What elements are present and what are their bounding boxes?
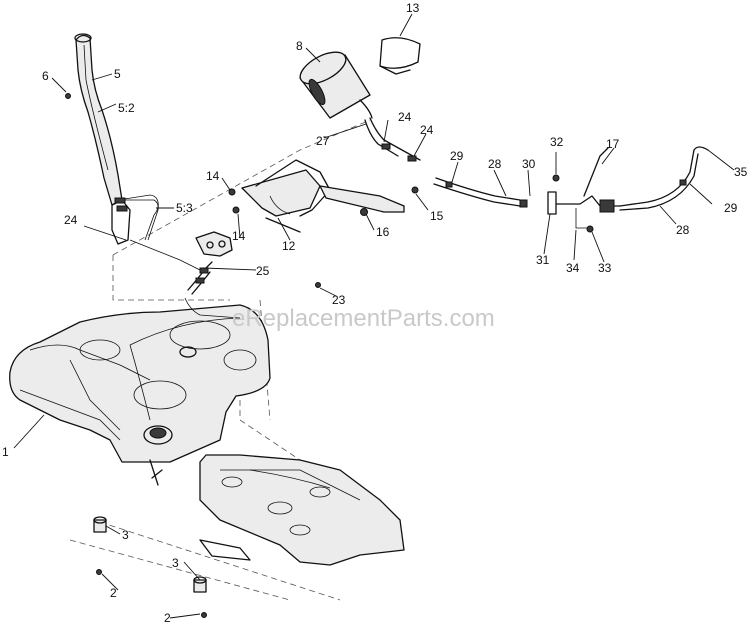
- callout-3: 3: [122, 528, 129, 542]
- floor-plate: [199, 454, 405, 566]
- callout-2: 2: [110, 586, 117, 600]
- callout-15: 15: [430, 209, 444, 223]
- callout-3: 3: [172, 556, 179, 570]
- callout-5-2: 5:2: [118, 101, 135, 115]
- callout-28: 28: [488, 157, 502, 171]
- callout-5-3: 5:3: [176, 201, 193, 215]
- callout-32: 32: [550, 135, 564, 149]
- callout-12: 12: [282, 239, 296, 253]
- fuel-tank: [9, 304, 271, 486]
- callout-24: 24: [64, 213, 78, 227]
- callout-33: 33: [598, 261, 612, 275]
- callout-23: 23: [332, 293, 346, 307]
- callout-28: 28: [676, 223, 690, 237]
- callout-35: 35: [734, 165, 748, 179]
- bumper-and-bolt-parts: [93, 516, 207, 618]
- callout-5: 5: [114, 67, 121, 81]
- callout-17: 17: [606, 137, 620, 151]
- filler-neck-tube: [74, 33, 201, 271]
- callout-2: 2: [164, 611, 171, 625]
- callout-8: 8: [296, 39, 303, 53]
- mounting-bracket: [241, 159, 405, 233]
- vent-line-assembly: [433, 146, 709, 233]
- callout-31: 31: [536, 253, 550, 267]
- callout-1: 1: [2, 445, 9, 459]
- vapor-canister: [299, 51, 373, 119]
- callout-14: 14: [232, 229, 246, 243]
- callout-16: 16: [376, 225, 390, 239]
- callout-29: 29: [724, 201, 738, 215]
- canister-strap: [379, 37, 421, 75]
- callout-24: 24: [420, 123, 434, 137]
- callout-34: 34: [566, 261, 580, 275]
- callout-27: 27: [316, 134, 330, 148]
- leader-lines: [13, 13, 735, 619]
- watermark-text: eReplacementParts.com: [232, 305, 495, 332]
- callout-6: 6: [42, 69, 49, 83]
- callout-14: 14: [206, 169, 220, 183]
- callout-30: 30: [522, 157, 536, 171]
- callout-13: 13: [406, 1, 420, 15]
- callout-29: 29: [450, 149, 464, 163]
- small-hardware: [65, 93, 419, 288]
- callout-25: 25: [256, 264, 270, 278]
- callout-24: 24: [398, 110, 412, 124]
- canister-hose: [364, 117, 421, 162]
- fuel-hose-assembly: [184, 231, 241, 319]
